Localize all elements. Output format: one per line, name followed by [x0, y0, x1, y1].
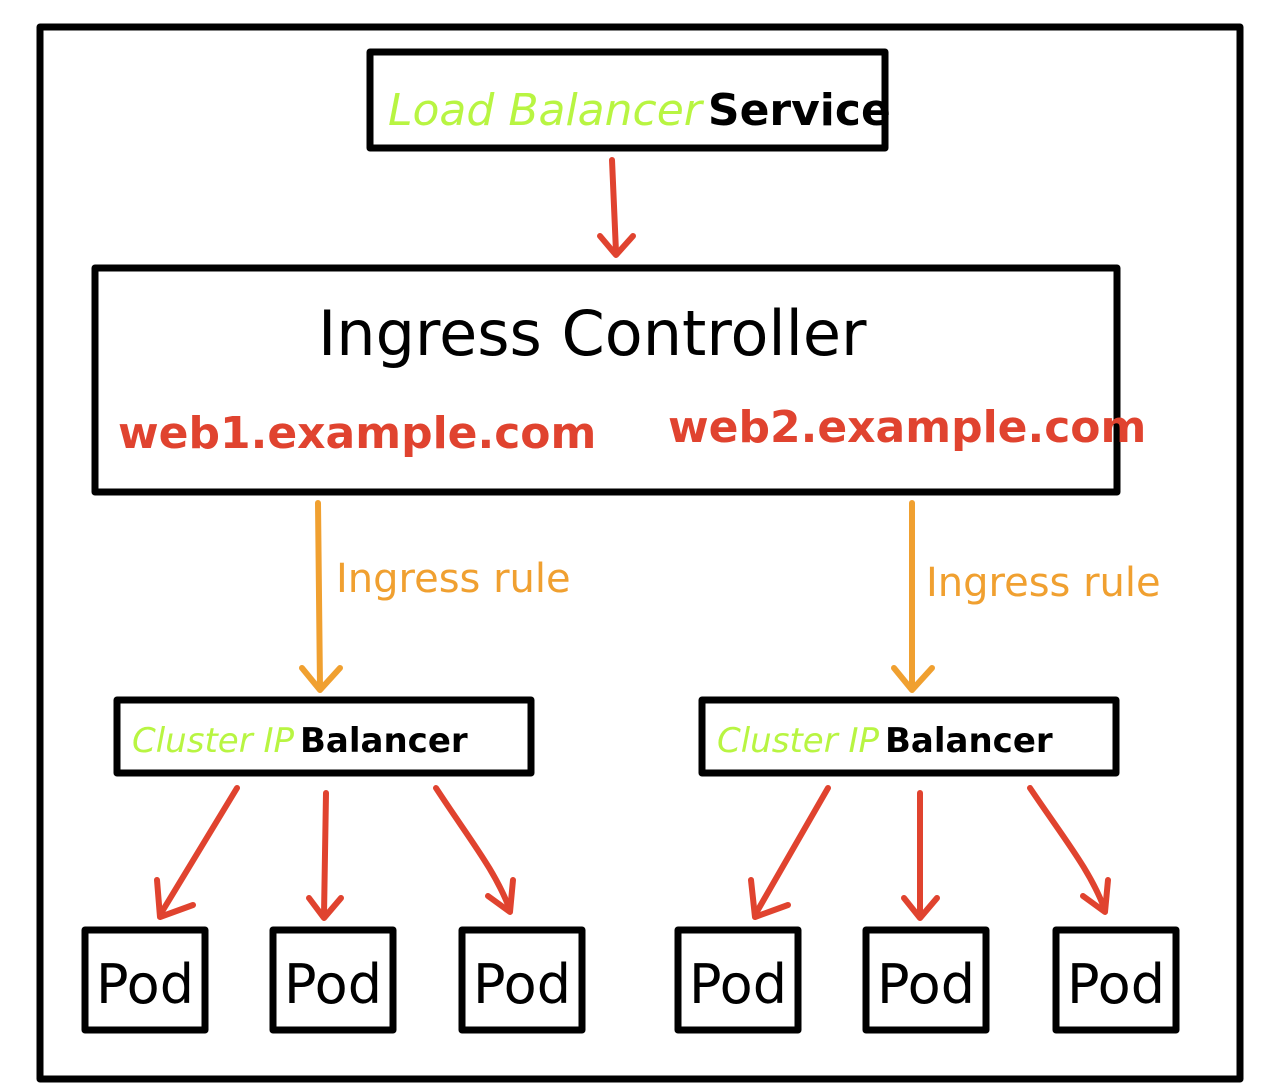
arrow-cluster-right-to-pod-1: [748, 785, 831, 920]
outer-frame: [36, 23, 1244, 1083]
pod-node-4: Pod: [674, 926, 802, 1034]
cluster-ip-label-right: Cluster IP: [717, 721, 880, 761]
ingress-rule-arrow-left: Ingress rule: [299, 500, 571, 693]
host-web1: web1.example.com: [118, 408, 596, 459]
service-label: Service: [708, 85, 891, 136]
balancer-label-left: Balancer: [300, 721, 468, 761]
pod-label-3: Pod: [473, 953, 571, 1016]
pod-label-2: Pod: [284, 953, 382, 1016]
pod-label-4: Pod: [689, 953, 787, 1016]
ingress-rule-label-left: Ingress rule: [336, 556, 571, 602]
pod-node-6: Pod: [1052, 926, 1180, 1034]
arrow-cluster-right-to-pod-3: [1027, 785, 1111, 915]
pod-label-1: Pod: [96, 953, 194, 1016]
ingress-controller-node: Ingress Controller web1.example.com web2…: [91, 264, 1146, 496]
pod-node-2: Pod: [269, 926, 397, 1034]
arrow-cluster-left-to-pod-1: [154, 785, 240, 920]
pod-node-1: Pod: [81, 926, 209, 1034]
arrow-cluster-right-to-pod-2: [901, 790, 940, 921]
host-web2: web2.example.com: [668, 402, 1146, 453]
balancer-label-right: Balancer: [885, 721, 1053, 761]
ingress-rule-arrow-right: Ingress rule: [891, 500, 1161, 693]
pod-label-5: Pod: [877, 953, 975, 1016]
pod-node-5: Pod: [862, 926, 990, 1034]
arrow-cluster-left-to-pod-3: [433, 785, 516, 915]
ingress-controller-title: Ingress Controller: [318, 297, 867, 370]
arrow-cluster-left-to-pod-2: [306, 790, 344, 921]
cluster-ip-label-left: Cluster IP: [132, 721, 295, 761]
pod-label-6: Pod: [1067, 953, 1165, 1016]
load-balancer-label: Load Balancer: [388, 85, 705, 136]
ingress-rule-label-right: Ingress rule: [926, 560, 1161, 606]
pod-node-3: Pod: [458, 926, 586, 1034]
arrow-lb-to-ingress: [597, 157, 636, 258]
